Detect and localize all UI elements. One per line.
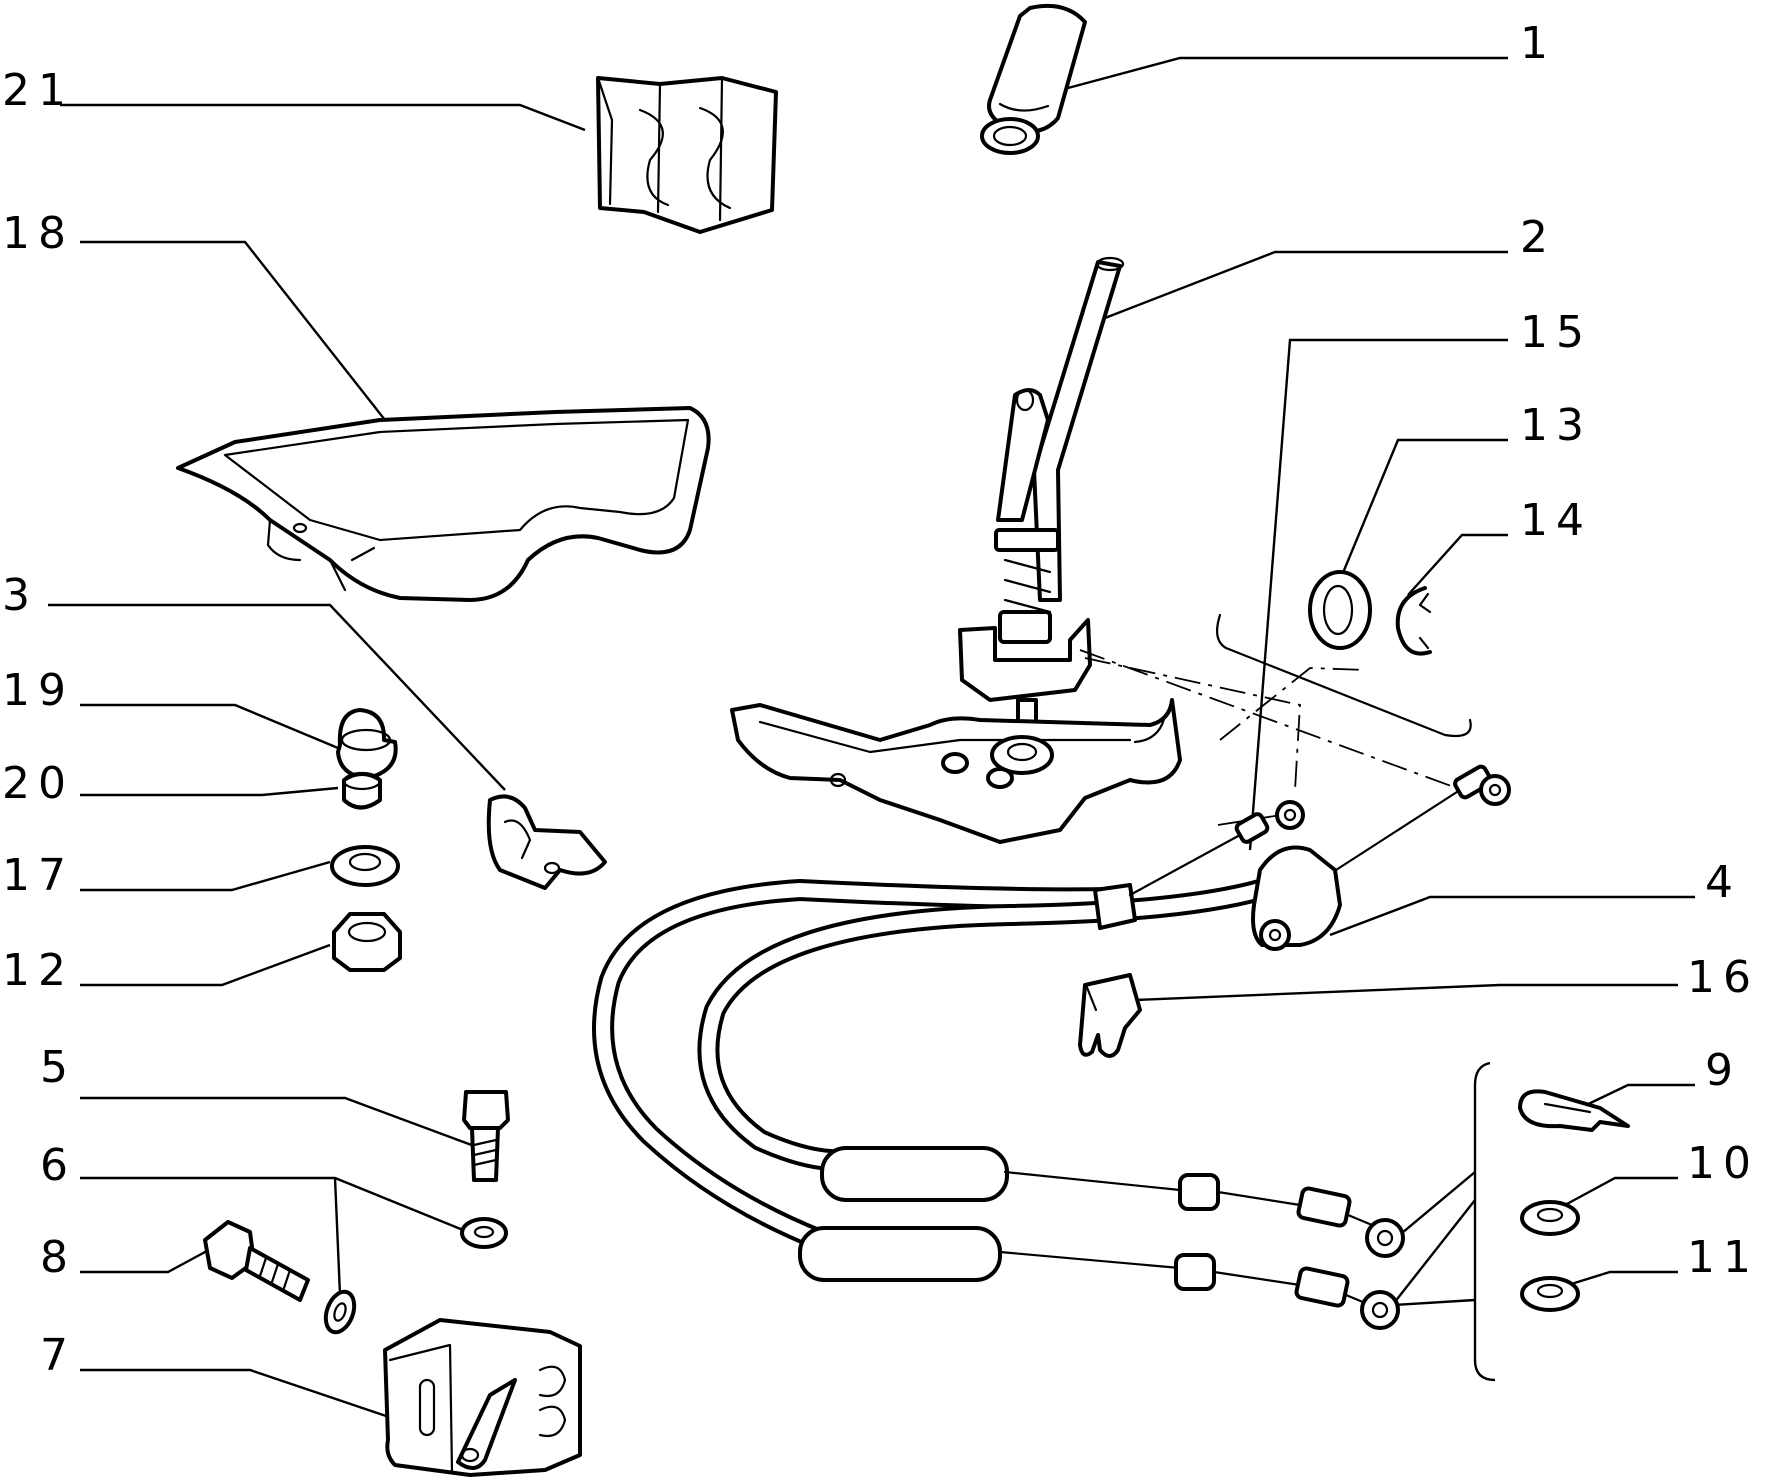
callout-14: 14	[1520, 495, 1592, 546]
part-15-4-gear-cables	[592, 764, 1511, 1330]
part-1-gear-knob	[980, 3, 1087, 155]
leader-bracket-a	[1395, 1171, 1476, 1239]
part-14-circlip	[1395, 586, 1432, 656]
leader-lines	[48, 56, 1695, 1420]
part-5-bolt	[462, 1090, 510, 1182]
callout-4: 4	[1705, 857, 1741, 908]
callout-5: 5	[40, 1042, 76, 1093]
leader-16	[1134, 983, 1678, 1002]
callout-10: 10	[1687, 1138, 1759, 1189]
callout-21: 21	[2, 65, 74, 116]
callout-18: 18	[2, 208, 74, 259]
callout-7: 7	[40, 1330, 76, 1381]
leader-17	[80, 860, 331, 892]
part-10-washer	[1520, 1200, 1580, 1236]
leader-20	[80, 786, 339, 797]
callout-17: 17	[2, 850, 74, 901]
part-21-clip-block	[596, 76, 778, 234]
part-6-washer-second	[323, 1289, 357, 1335]
leader-4	[1329, 895, 1695, 937]
leader-9	[1579, 1083, 1695, 1110]
leader-19	[80, 703, 339, 750]
part-13-grommet	[1308, 570, 1372, 650]
part-9-r-clip	[1518, 1089, 1630, 1132]
part-20-spacer	[342, 771, 382, 810]
leader-14	[1407, 533, 1508, 596]
part-6-washer	[460, 1217, 508, 1249]
callout-2: 2	[1520, 212, 1556, 263]
leader-6	[80, 1176, 469, 1234]
callout-1: 1	[1520, 18, 1556, 69]
part-8-bolt	[203, 1220, 310, 1302]
callout-6: 6	[40, 1140, 76, 1191]
callout-3: 3	[2, 570, 38, 621]
leader-8	[80, 1243, 219, 1274]
callout-16: 16	[1687, 952, 1759, 1003]
bracket-9-11	[1473, 1061, 1496, 1382]
callout-12: 12	[2, 945, 74, 996]
callout-11: 11	[1687, 1232, 1759, 1283]
leader-12	[80, 943, 331, 987]
part-19-rubber-bush	[336, 708, 398, 780]
callout-9: 9	[1705, 1045, 1741, 1096]
callout-20: 20	[2, 758, 74, 809]
part-2-gear-lever-assembly	[730, 256, 1182, 844]
leader-13	[1338, 438, 1508, 581]
leader-21	[60, 103, 586, 132]
leader-bracket-c	[1393, 1298, 1476, 1307]
part-18-tray-cover	[176, 406, 711, 602]
callout-15: 15	[1520, 307, 1592, 358]
callout-13: 13	[1520, 400, 1592, 451]
part-16-spring-clip	[1078, 973, 1142, 1058]
callout-8: 8	[40, 1232, 76, 1283]
assembly-centerlines	[1079, 613, 1472, 826]
part-12-nut	[332, 912, 402, 972]
part-3-cable-clip	[486, 794, 607, 890]
leader-2	[1104, 250, 1508, 320]
leader-11	[1567, 1270, 1678, 1287]
leader-6b	[333, 1177, 342, 1296]
leader-15	[1248, 338, 1508, 851]
leader-10	[1564, 1176, 1678, 1207]
leader-3	[48, 603, 506, 791]
part-17-washer	[330, 845, 400, 887]
leader-18	[80, 240, 386, 421]
callout-19: 19	[2, 665, 74, 716]
leader-5	[80, 1096, 486, 1152]
leader-bracket-b	[1393, 1199, 1476, 1304]
part-7-support-bracket	[383, 1318, 582, 1477]
leader-7	[80, 1368, 393, 1420]
leader-1	[1067, 56, 1508, 90]
part-11-washer	[1520, 1276, 1580, 1312]
